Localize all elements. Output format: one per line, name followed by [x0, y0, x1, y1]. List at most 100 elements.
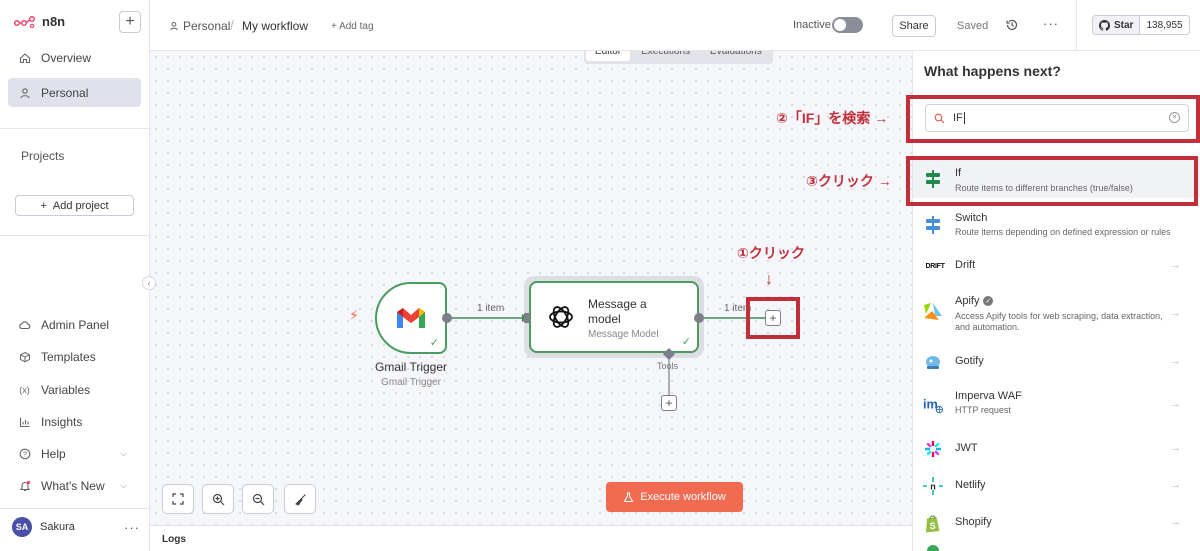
- tab-executions[interactable]: Executions: [641, 51, 691, 57]
- node-search-input[interactable]: IF ×: [925, 104, 1189, 132]
- history-icon[interactable]: [1005, 18, 1019, 32]
- add-tool-button[interactable]: +: [661, 395, 677, 411]
- sidebar-item-help[interactable]: ? Help ⌵: [8, 439, 141, 468]
- node-result-netlify[interactable]: n Netlify →: [913, 470, 1200, 502]
- logs-panel[interactable]: Logs: [150, 525, 912, 551]
- github-star-label: Star: [1093, 16, 1141, 34]
- user-icon: [18, 86, 31, 99]
- add-node-button[interactable]: +: [765, 310, 781, 326]
- execute-workflow-label: Execute workflow: [640, 491, 726, 503]
- node-result-imperva-waf[interactable]: im Imperva WAF HTTP request →: [913, 385, 1200, 425]
- output-port[interactable]: [442, 313, 452, 323]
- zoom-in-icon: [212, 493, 224, 505]
- output-port[interactable]: [694, 313, 704, 323]
- sidebar-item-label: Help: [41, 446, 66, 461]
- tidy-up-button[interactable]: [284, 484, 316, 514]
- sidebar-item-variables[interactable]: (x) Variables: [8, 375, 141, 404]
- openai-icon: [549, 306, 573, 328]
- shopify-logo: S: [923, 513, 943, 533]
- tools-port-diamond[interactable]: [663, 348, 675, 360]
- sidebar-item-templates[interactable]: Templates: [8, 342, 141, 371]
- share-button[interactable]: Share: [892, 15, 936, 37]
- node-result-switch[interactable]: Switch Route items depending on defined …: [913, 204, 1200, 244]
- add-project-button[interactable]: + Add project: [15, 195, 134, 216]
- sidebar-item-personal[interactable]: Personal: [8, 78, 141, 107]
- node-title: Message a model: [588, 297, 647, 326]
- sidebar-item-label: Templates: [41, 349, 96, 364]
- sidebar-item-admin-panel[interactable]: Admin Panel: [8, 310, 141, 339]
- more-icon[interactable]: ···: [124, 519, 140, 535]
- breadcrumb[interactable]: Personal: [169, 19, 230, 33]
- github-star-button[interactable]: Star 138,955: [1092, 15, 1190, 35]
- sidebar-item-insights[interactable]: Insights: [8, 407, 141, 436]
- fit-view-button[interactable]: [162, 484, 194, 514]
- node-subtitle: Message Model: [588, 329, 659, 340]
- gotify-logo: [923, 352, 943, 372]
- sidebar-item-overview[interactable]: Overview: [8, 43, 141, 72]
- add-tag-button[interactable]: + Add tag: [331, 21, 374, 32]
- search-value: IF: [953, 112, 963, 124]
- help-icon: ?: [18, 447, 31, 460]
- projects-heading: Projects: [21, 149, 65, 163]
- chart-icon: [18, 415, 31, 428]
- connection-item-count: 1 item: [724, 303, 752, 314]
- node-result-if[interactable]: If Route items to different branches (tr…: [913, 158, 1200, 198]
- github-star-count: 138,955: [1140, 16, 1189, 34]
- sidebar-item-label: Overview: [41, 50, 92, 65]
- annotation-arrow-down-icon: ↓: [765, 271, 773, 288]
- avatar: SA: [12, 517, 32, 537]
- sidebar-divider: [0, 235, 150, 236]
- tab-evaluations[interactable]: Evaluations: [710, 51, 762, 57]
- message-model-node[interactable]: Message a model Message Model ✓: [529, 281, 699, 353]
- node-result-desc: Route items depending on defined express…: [955, 227, 1171, 237]
- node-result-desc: Access Apify tools for web scraping, dat…: [955, 311, 1163, 332]
- active-toggle[interactable]: [832, 17, 863, 33]
- tab-editor[interactable]: Editor: [586, 51, 631, 61]
- plus-icon: +: [40, 199, 47, 212]
- breadcrumb-separator: /: [230, 17, 234, 33]
- if-icon: [923, 169, 943, 189]
- clear-search-icon[interactable]: ×: [1169, 112, 1180, 123]
- zoom-out-button[interactable]: [242, 484, 274, 514]
- arrow-right-icon: →: [1170, 259, 1181, 271]
- trigger-bolt-icon: ⚡: [349, 307, 359, 323]
- sidebar-item-label: Insights: [41, 414, 83, 429]
- arrow-right-icon: →: [1170, 442, 1181, 454]
- node-result-jwt[interactable]: JWT →: [913, 433, 1200, 465]
- imperva-logo: im: [923, 395, 943, 415]
- panel-title: What happens next?: [924, 63, 1061, 79]
- sidebar-item-whats-new[interactable]: What's New ⌵: [8, 471, 141, 500]
- node-result-apify[interactable]: Apify ✓ Access Apify tools for web scrap…: [913, 288, 1200, 338]
- active-status-label: Inactive: [793, 19, 831, 31]
- logs-label: Logs: [162, 534, 186, 545]
- execute-workflow-button[interactable]: Execute workflow: [606, 482, 743, 512]
- new-item-button[interactable]: +: [119, 11, 141, 33]
- svg-text:im: im: [923, 397, 938, 412]
- collapse-sidebar-button[interactable]: ‹: [142, 276, 156, 290]
- cloud-icon: [18, 318, 31, 331]
- next-result-icon: [927, 545, 939, 551]
- arrow-right-icon: →: [1170, 398, 1181, 410]
- node-result-gotify[interactable]: Gotify →: [913, 346, 1200, 378]
- header-divider: [1076, 0, 1077, 51]
- user-name: Sakura: [40, 521, 75, 533]
- github-icon: [1099, 19, 1110, 31]
- node-result-drift[interactable]: DRIFT Drift →: [913, 250, 1200, 282]
- user-menu[interactable]: SA Sakura ···: [12, 516, 140, 538]
- sidebar-item-label: What's New: [41, 478, 105, 493]
- arrow-right-icon: →: [1170, 307, 1181, 319]
- n8n-logo[interactable]: n8n: [14, 14, 65, 29]
- node-result-shopify[interactable]: S Shopify →: [913, 507, 1200, 539]
- svg-text:?: ?: [23, 451, 27, 458]
- workflow-name[interactable]: My workflow: [242, 19, 309, 33]
- sidebar-divider: [0, 508, 150, 509]
- gmail-trigger-node[interactable]: ✓: [375, 282, 447, 354]
- node-title: Gmail Trigger: [374, 360, 448, 374]
- node-creator-panel: What happens next? IF × If Route items t…: [912, 51, 1200, 551]
- input-port[interactable]: [524, 313, 530, 323]
- workflow-canvas[interactable]: Editor Executions Evaluations ⚡ ✓ Gmail …: [150, 51, 912, 525]
- zoom-in-button[interactable]: [202, 484, 234, 514]
- toggle-knob: [834, 19, 846, 31]
- more-options-icon[interactable]: ···: [1043, 16, 1059, 31]
- fit-view-icon: [172, 493, 184, 505]
